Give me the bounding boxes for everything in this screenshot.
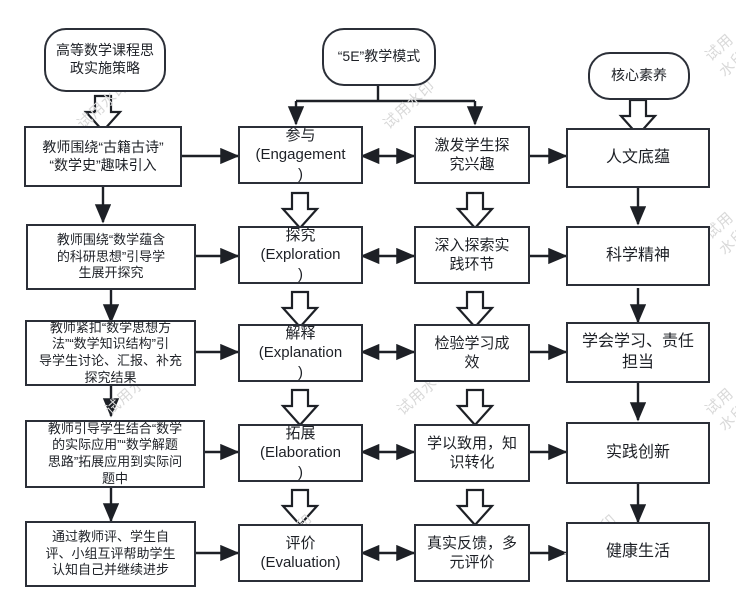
literacy-box-row-1[interactable]: 人文底蕴 [566, 128, 710, 188]
teacher-activity-row-5-label: 通过教师评、学生自 评、小组互评帮助学生 认知自己并继续进步 [45, 529, 176, 578]
student-outcome-row-3[interactable]: 检验学习成 效 [414, 324, 530, 382]
student-outcome-row-2-label: 深入探索实 践环节 [434, 236, 510, 273]
stage-box-row-2[interactable]: 探究 (Exploration ) [238, 226, 363, 284]
stage-box-row-5[interactable]: 评价 (Evaluation) [238, 524, 363, 582]
student-outcome-row-3-label: 检验学习成 效 [434, 334, 510, 371]
stage-box-row-1-label: 参与 (Engagement ) [255, 127, 346, 183]
teacher-activity-row-1-label: 教师围绕“古籍古诗” “数学史”趣味引入 [42, 138, 164, 173]
student-outcome-row-1[interactable]: 激发学生探 究兴趣 [414, 126, 530, 184]
teacher-activity-row-3[interactable]: 教师紧扣“数学思想方 法”“数学知识结构”引 导学生讨论、汇报、补充 探究结果 [25, 320, 196, 386]
teacher-activity-row-4[interactable]: 教师引导学生结合“数学 的实际应用”“数学解题 思路”拓展应用到实际问 题中 [25, 420, 205, 488]
student-outcome-row-2[interactable]: 深入探索实 践环节 [414, 226, 530, 284]
literacy-box-row-3[interactable]: 学会学习、责任 担当 [566, 322, 710, 383]
student-outcome-row-5-label: 真实反馈，多 元评价 [426, 534, 517, 571]
teacher-activity-row-2[interactable]: 教师围绕“数学蕴含 的科研思想”引导学 生展开探究 [26, 224, 196, 290]
node-strategy-title[interactable]: 高等数学课程思 政实施策略 [44, 28, 166, 92]
literacy-box-row-5-label: 健康生活 [605, 542, 670, 560]
teacher-activity-row-3-label: 教师紧扣“数学思想方 法”“数学知识结构”引 导学生讨论、汇报、补充 探究结果 [38, 319, 182, 385]
node-5e-mode-title-label: “5E”教学模式 [337, 48, 421, 65]
teacher-activity-row-2-label: 教师围绕“数学蕴含 的科研思想”引导学 生展开探究 [56, 232, 166, 281]
watermark: 试用水印 [702, 30, 736, 81]
stage-box-row-3[interactable]: 解释 (Explanation ) [238, 324, 363, 382]
teacher-activity-row-4-label: 教师引导学生结合“数学 的实际应用”“数学解题 思路”拓展应用到实际问 题中 [47, 420, 183, 486]
literacy-box-row-5[interactable]: 健康生活 [566, 522, 710, 582]
literacy-box-row-2-label: 科学精神 [605, 246, 670, 264]
student-outcome-row-1-label: 激发学生探 究兴趣 [434, 136, 510, 173]
node-strategy-title-label: 高等数学课程思 政实施策略 [56, 42, 154, 76]
literacy-box-row-4-label: 实践创新 [605, 443, 670, 461]
student-outcome-row-4-label: 学以致用，知 识转化 [426, 434, 517, 471]
teacher-activity-row-1[interactable]: 教师围绕“古籍古诗” “数学史”趣味引入 [24, 126, 182, 187]
literacy-box-row-3-label: 学会学习、责任 担当 [581, 333, 694, 371]
node-core-literacy-title-label: 核心素养 [611, 67, 667, 84]
stage-box-row-1[interactable]: 参与 (Engagement ) [238, 126, 363, 184]
literacy-box-row-1-label: 人文底蕴 [605, 148, 670, 166]
stage-box-row-4[interactable]: 拓展 (Elaboration ) [238, 424, 363, 482]
literacy-box-row-4[interactable]: 实践创新 [566, 422, 710, 484]
stage-box-row-2-label: 探究 (Exploration ) [260, 227, 341, 283]
node-core-literacy-title[interactable]: 核心素养 [588, 52, 690, 100]
stage-box-row-3-label: 解释 (Explanation ) [258, 325, 343, 381]
student-outcome-row-4[interactable]: 学以致用，知 识转化 [414, 424, 530, 482]
literacy-box-row-2[interactable]: 科学精神 [566, 226, 710, 286]
stage-box-row-4-label: 拓展 (Elaboration ) [260, 425, 341, 481]
student-outcome-row-5[interactable]: 真实反馈，多 元评价 [414, 524, 530, 582]
teacher-activity-row-5[interactable]: 通过教师评、学生自 评、小组互评帮助学生 认知自己并继续进步 [25, 521, 196, 587]
stage-box-row-5-label: 评价 (Evaluation) [260, 534, 341, 571]
node-5e-mode-title[interactable]: “5E”教学模式 [322, 28, 436, 86]
